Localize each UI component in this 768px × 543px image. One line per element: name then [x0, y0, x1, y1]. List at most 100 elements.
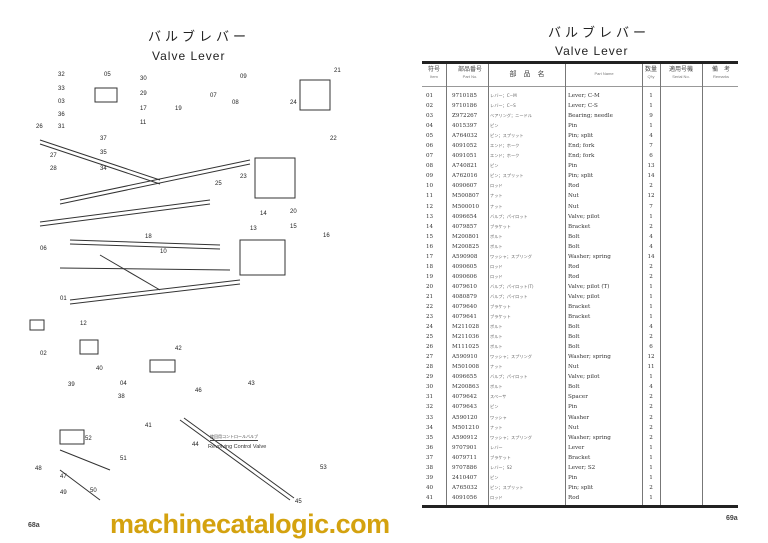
- part-number: M211036: [452, 334, 480, 341]
- part-number: A590120: [452, 414, 478, 421]
- item-number: 32: [426, 404, 434, 411]
- quantity: 1: [649, 444, 653, 451]
- annotation-en: Revolving Control Valve: [208, 444, 267, 450]
- part-number: 4091051: [452, 153, 477, 160]
- callout-label: 35: [100, 150, 107, 156]
- part-name: Washer: [568, 414, 590, 421]
- part-number: A762016: [452, 173, 478, 180]
- quantity: 2: [649, 223, 653, 230]
- item-number: 24: [426, 324, 434, 331]
- part-name-jp: バルブ；パイロット: [490, 374, 528, 380]
- quantity: 1: [649, 293, 653, 300]
- part-name-jp: ベアリング；ニードル: [490, 113, 532, 119]
- quantity: 6: [649, 344, 653, 351]
- quantity: 11: [647, 364, 655, 371]
- part-number: 9710186: [452, 103, 477, 110]
- quantity: 2: [649, 434, 653, 441]
- item-number: 31: [426, 394, 434, 401]
- part-name-jp: ボルト: [490, 324, 503, 330]
- part-number: M211028: [452, 324, 480, 331]
- part-name-jp: バルブ；パイロット: [490, 213, 528, 219]
- part-name: Washer; spring: [568, 253, 611, 260]
- callout-label: 12: [80, 321, 87, 327]
- item-number: 17: [426, 253, 434, 260]
- callout-label: 07: [210, 93, 217, 99]
- part-name-jp: ボルト: [490, 334, 503, 340]
- part-number: A590912: [452, 434, 478, 441]
- callout-label: 50: [90, 488, 97, 494]
- part-number: 4079711: [452, 454, 477, 461]
- part-name: Pin: [568, 474, 578, 481]
- part-name-jp: レバー；C−S: [490, 103, 516, 109]
- part-name: Spacer: [568, 394, 588, 401]
- quantity: 4: [649, 233, 653, 240]
- part-name-jp: ブラケット: [490, 454, 511, 460]
- part-number: 4090606: [452, 273, 477, 280]
- header-name-jp: 部 品 名: [509, 70, 545, 78]
- item-number: 26: [426, 344, 434, 351]
- quantity: 7: [649, 143, 653, 150]
- part-name-jp: エンド；ホーク: [490, 143, 520, 149]
- quantity: 12: [647, 193, 655, 200]
- callout-label: 42: [175, 346, 182, 352]
- part-name-jp: ピン；スプリット: [490, 133, 524, 139]
- callout-label: 49: [60, 490, 67, 496]
- callout-label: 09: [240, 74, 247, 80]
- part-number: M200863: [452, 384, 480, 391]
- part-name-jp: エンド；ホーク: [490, 153, 520, 159]
- part-name: Rod: [568, 273, 580, 280]
- item-number: 16: [426, 243, 434, 250]
- quantity: 4: [649, 243, 653, 250]
- part-name: Nut: [568, 364, 579, 371]
- callout-label: 28: [50, 166, 57, 172]
- part-name-jp: ボルト: [490, 233, 503, 239]
- item-number: 11: [426, 193, 434, 200]
- quantity: 13: [647, 163, 655, 170]
- part-name: Valve; pilot: [568, 374, 600, 381]
- callout-label: 46: [195, 388, 202, 394]
- callout-label: 40: [96, 366, 103, 372]
- part-name-jp: ピン: [490, 163, 499, 169]
- right-page-number: 69a: [726, 515, 738, 522]
- item-number: 22: [426, 303, 434, 310]
- item-number: 35: [426, 434, 434, 441]
- callout-label: 06: [40, 246, 47, 252]
- item-number: 36: [426, 444, 434, 451]
- item-number: 02: [426, 103, 434, 110]
- callout-label: 11: [140, 120, 147, 126]
- callout-label: 39: [68, 382, 75, 388]
- callout-label: 02: [40, 351, 47, 357]
- part-number: 4096654: [452, 213, 477, 220]
- pilot-valve-top: [299, 79, 331, 111]
- part-name-jp: ナット: [490, 203, 503, 209]
- item-number: 14: [426, 223, 434, 230]
- callout-label: 21: [334, 68, 341, 74]
- part-name: Bracket: [568, 223, 591, 230]
- part-number: M501008: [452, 364, 480, 371]
- part-number: Z972267: [452, 113, 478, 120]
- pilot-valve-middle: [254, 157, 296, 199]
- part-name: Bolt: [568, 243, 580, 250]
- part-name: Pin: [568, 123, 578, 130]
- quantity: 2: [649, 484, 653, 491]
- part-name-jp: ボルト: [490, 243, 503, 249]
- part-name-jp: バルブ；パイロット: [490, 293, 528, 299]
- item-number: 08: [426, 163, 434, 170]
- part-name: Bolt: [568, 344, 580, 351]
- callout-label: 27: [50, 153, 57, 159]
- quantity: 1: [649, 454, 653, 461]
- right-title-en: Valve Lever: [555, 44, 629, 58]
- quantity: 9: [649, 113, 653, 120]
- part-number: A764032: [452, 133, 478, 140]
- part-name: Pin: [568, 404, 578, 411]
- callout-label: 38: [118, 394, 125, 400]
